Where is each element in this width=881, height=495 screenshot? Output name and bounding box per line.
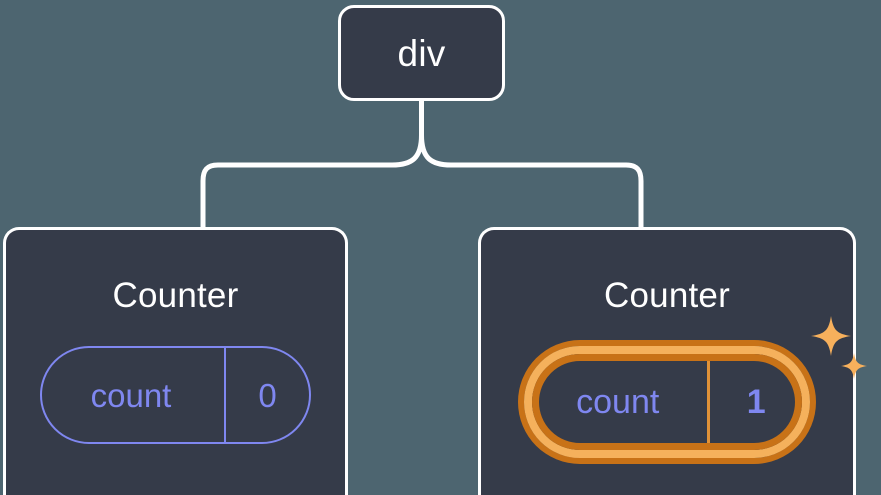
counter-right-title: Counter [604,276,730,315]
counter-left-title: Counter [112,276,239,315]
edge-to-right-child [419,132,644,230]
counter-right-state-wrap: count 1 [524,316,867,458]
counter-right-state-value: 1 [707,354,802,450]
counter-left-state-key: count [90,376,172,414]
counter-right-state-key: count [576,383,660,421]
counter-left-state-pill[interactable]: count 0 [40,346,311,444]
counter-left-state-wrap: count 0 [40,346,311,444]
edge-to-left-child [200,132,424,230]
sparkle-group [811,316,867,379]
sparkle-large-icon [811,316,851,356]
node-root-div[interactable]: div [338,5,505,101]
node-counter-right[interactable]: Counter count 1 [478,227,867,495]
sparkle-small-icon [841,353,867,379]
counter-right-state-pill[interactable]: count 1 [524,346,810,458]
root-node-label: div [397,32,446,74]
node-counter-left[interactable]: Counter count 0 [3,227,348,495]
counter-left-state-value: 0 [224,348,309,442]
